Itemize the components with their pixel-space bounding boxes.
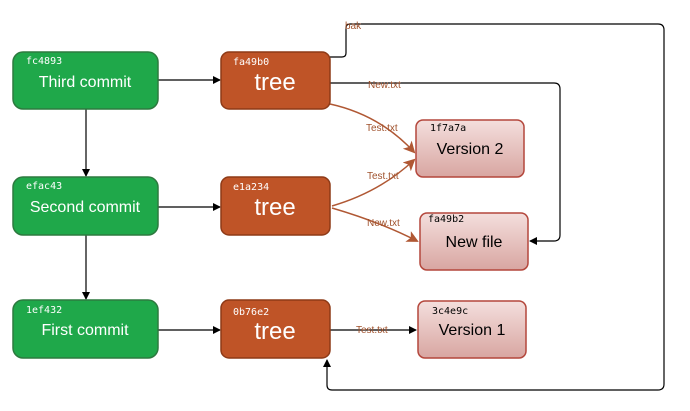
- blob-label-v1: Version 1: [439, 322, 506, 339]
- tree-hash-t2: e1a234: [233, 182, 269, 193]
- tree-node-t3: fa49b0 tree: [220, 51, 331, 110]
- t1-test-edge-label: Test.txt: [356, 325, 388, 336]
- blob-node-v1: 3c4e9c Version 1: [417, 300, 527, 359]
- commit-node-first: 1ef432 First commit: [12, 299, 159, 359]
- commit-hash-first: 1ef432: [26, 305, 62, 316]
- tree-hash-t1: 0b76e2: [233, 307, 269, 318]
- tree-node-t2: e1a234 tree: [220, 176, 331, 236]
- t2-test-edge-label: Test.txt: [367, 171, 399, 182]
- tree-label-t2: tree: [254, 194, 295, 221]
- blob-hash-v1: 3c4e9c: [432, 306, 468, 317]
- t3-test-arrow: [329, 103, 416, 154]
- blob-hash-v2: 1f7a7a: [430, 123, 466, 134]
- bak-edge-label: bak: [345, 21, 362, 32]
- tree-label-t3: tree: [254, 69, 295, 96]
- tree-hash-t3: fa49b0: [233, 57, 269, 68]
- commit-node-second: efac43 Second commit: [12, 176, 159, 236]
- t3-new-edge-label: New.txt: [368, 80, 401, 91]
- blob-node-newfile: fa49b2 New file: [419, 212, 529, 271]
- blob-label-v2: Version 2: [437, 141, 504, 158]
- blob-node-v2: 1f7a7a Version 2: [415, 119, 525, 178]
- commit-hash-second: efac43: [26, 181, 62, 192]
- t3-new-arrow: [330, 82, 561, 245]
- tree-node-t1: 0b76e2 tree: [220, 299, 331, 359]
- commit-hash-third: fc4893: [26, 56, 62, 67]
- t2-test-arrow: [331, 158, 416, 207]
- t3-test-edge-label: Test.txt: [366, 123, 398, 134]
- commit-label-third: Third commit: [39, 74, 132, 91]
- commit-label-second: Second commit: [30, 199, 141, 216]
- blob-hash-newfile: fa49b2: [428, 214, 464, 225]
- t2-new-edge-label: New.txt: [367, 218, 400, 229]
- bak-loop-arrow: [323, 23, 665, 391]
- commit-node-third: fc4893 Third commit: [12, 51, 159, 110]
- t2-new-arrow: [331, 207, 419, 242]
- tree-label-t1: tree: [254, 318, 295, 345]
- blob-label-newfile: New file: [446, 234, 503, 251]
- commit-label-first: First commit: [41, 322, 129, 339]
